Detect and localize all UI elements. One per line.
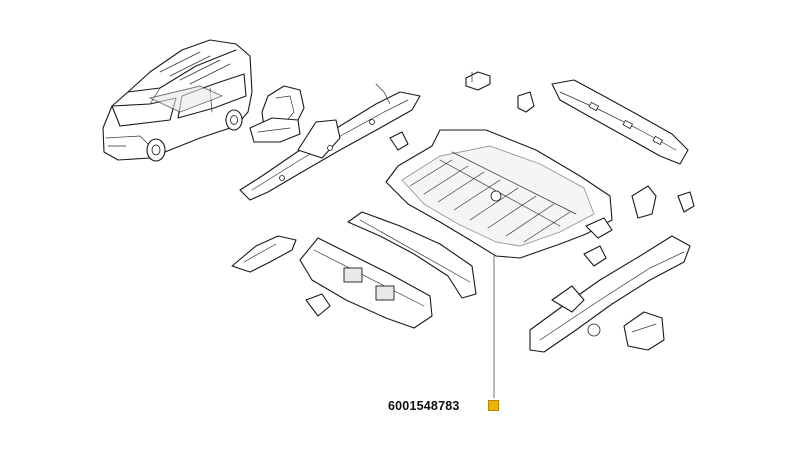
callout-reference-marker[interactable]: [488, 400, 499, 411]
front-left-member: [231, 235, 297, 273]
rear-right-side-member: [529, 235, 691, 353]
tunnel-brace: [347, 211, 477, 299]
centre-cross-member: [299, 237, 433, 329]
small-clips: [389, 71, 535, 151]
front-side-bracket: [249, 85, 305, 143]
rear-cross-member: [551, 79, 689, 165]
part-number-label: 6001548783: [388, 399, 460, 413]
left-side-member: [239, 83, 421, 201]
main-floor-panel: [385, 129, 613, 259]
right-brackets: [631, 185, 695, 219]
vehicle-overview: [102, 39, 253, 162]
rear-right-bracket: [623, 311, 665, 351]
